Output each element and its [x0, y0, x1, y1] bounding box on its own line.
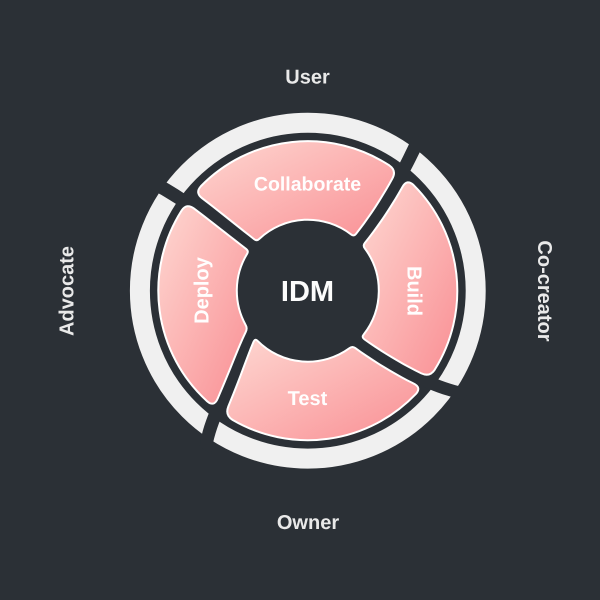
svg-text:Collaborate: Collaborate — [254, 173, 361, 195]
svg-text:User: User — [285, 66, 330, 88]
svg-text:Co-creator: Co-creator — [533, 240, 555, 341]
svg-text:Owner: Owner — [277, 512, 339, 534]
svg-text:Test: Test — [288, 388, 328, 410]
svg-text:Build: Build — [402, 266, 424, 316]
svg-text:Deploy: Deploy — [192, 256, 214, 324]
svg-text:Advocate: Advocate — [56, 246, 78, 336]
svg-text:IDM: IDM — [281, 276, 334, 308]
